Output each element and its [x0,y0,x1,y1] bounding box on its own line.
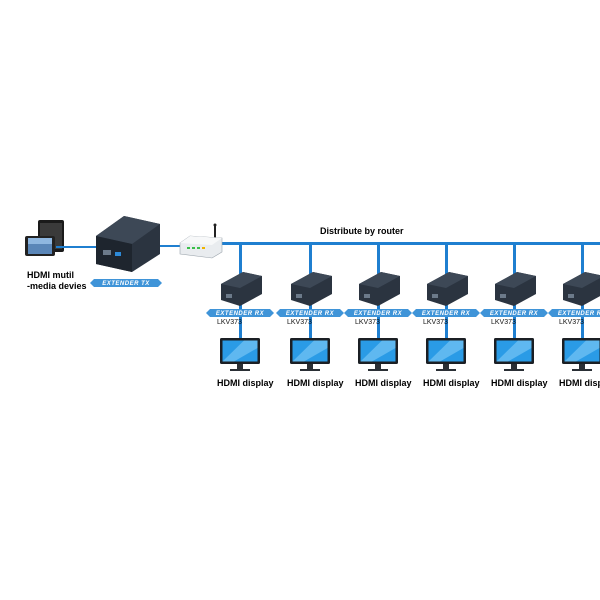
receiver-model-label: LKV373 [287,319,312,326]
receiver-model-label: LKV373 [559,319,584,326]
receiver-band-text: EXTENDER RX [286,311,335,317]
receiver-band-text: EXTENDER RX [490,311,539,317]
source-devices [25,220,64,256]
tx-band-text: EXTENDER TX [102,281,150,287]
receiver-band: EXTENDER RX [480,309,548,317]
receiver-model-label: LKV373 [217,319,242,326]
receivers-layer: EXTENDER RX EXTENDER RX EXTENDER RX EXTENDE… [206,244,600,371]
router-device [179,223,223,259]
receiver-unit [427,272,468,306]
receiver-band: EXTENDER RX [412,309,480,317]
display-label: HDMI display [217,378,274,388]
receiver-group: EXTENDER RX [344,244,412,371]
receiver-band: EXTENDER RX [276,309,344,317]
source-label-line2: -media devies [27,281,87,291]
receiver-band-text: EXTENDER RX [422,311,471,317]
source-label-line1: HDMI mutil [27,270,74,280]
tx-band: EXTENDER TX [90,279,162,287]
receiver-unit [221,272,262,306]
receiver-unit [291,272,332,306]
monitor-icon [426,338,466,371]
monitor-icon [358,338,398,371]
receiver-band: EXTENDER RX [206,309,274,317]
receiver-group: EXTENDER RX [548,244,600,371]
display-label: HDMI display [491,378,548,388]
receiver-band-text: EXTENDER RX [216,311,265,317]
receiver-group: EXTENDER RX [206,244,274,371]
main-cable [222,242,600,245]
router-label: Distribute by router [320,226,404,236]
receiver-band: EXTENDER RX [548,309,600,317]
monitor-icon [220,338,260,371]
router-antenna-icon [214,226,216,240]
display-label: HDMI display [355,378,412,388]
receiver-model-label: LKV373 [423,319,448,326]
monitor-icon [494,338,534,371]
receiver-band: EXTENDER RX [344,309,412,317]
receiver-unit [563,272,600,306]
receiver-unit [495,272,536,306]
receiver-model-label: LKV373 [355,319,380,326]
source-label: HDMI mutil -media devies [27,270,87,292]
receiver-model-label: LKV373 [491,319,516,326]
receiver-band-text: EXTENDER RX [558,311,600,317]
receiver-unit [359,272,400,306]
receiver-band-text: EXTENDER RX [354,311,403,317]
display-label: HDMI display [559,378,600,388]
monitor-icon [290,338,330,371]
display-label: HDMI display [423,378,480,388]
display-label: HDMI display [287,378,344,388]
receiver-group: EXTENDER RX [480,244,548,371]
receiver-group: EXTENDER RX [276,244,344,371]
monitor-icon [562,338,600,371]
receiver-group: EXTENDER RX [412,244,480,371]
tx-router-cable [160,245,186,247]
transmitter-unit [96,216,160,272]
